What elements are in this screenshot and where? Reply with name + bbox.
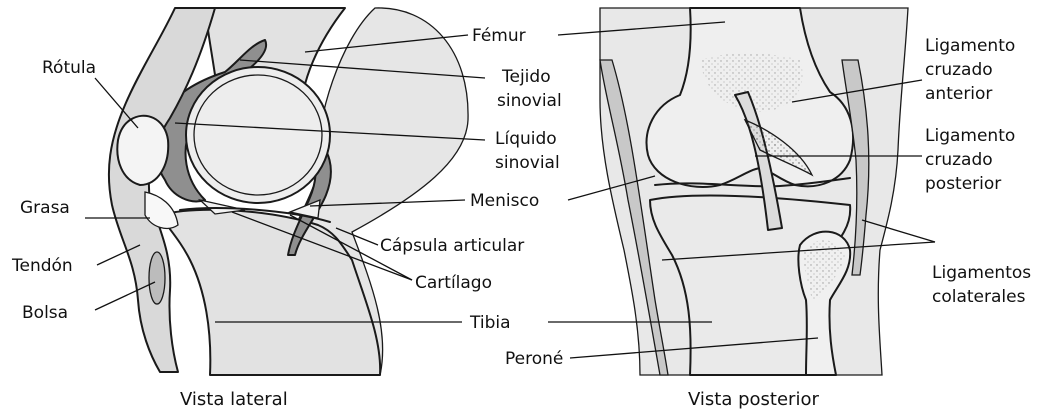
label-tendon: Tendón (11, 256, 73, 276)
label-tejido-line1: Tejido (501, 67, 551, 87)
label-menisco: Menisco (470, 191, 539, 211)
label-femur: Fémur (472, 26, 526, 46)
label-lca-line1: Ligamento (925, 36, 1015, 56)
lateral-patella (117, 116, 168, 185)
label-bolsa: Bolsa (22, 303, 68, 323)
label-lcp-line3: posterior (925, 174, 1001, 194)
caption-posterior: Vista posterior (688, 389, 819, 410)
label-rotula: Rótula (42, 58, 96, 78)
lateral-bursa (149, 252, 165, 304)
label-perone: Peroné (505, 349, 563, 369)
label-lca-line2: cruzado (925, 60, 993, 80)
label-liquido-line1: Líquido (495, 129, 557, 149)
label-lig-col-line1: Ligamentos (932, 263, 1031, 283)
label-cartilago: Cartílago (415, 273, 492, 293)
label-lig-col-line2: colaterales (932, 287, 1026, 307)
caption-lateral: Vista lateral (180, 389, 288, 410)
posterior-view (600, 8, 908, 375)
label-grasa: Grasa (20, 198, 70, 218)
lateral-tendon-band (109, 8, 215, 372)
label-tejido-line2: sinovial (497, 91, 562, 111)
captions: Vista lateral Vista posterior (180, 389, 819, 410)
label-capsula: Cápsula articular (380, 236, 524, 256)
label-lcp-line1: Ligamento (925, 126, 1015, 146)
label-tibia: Tibia (469, 313, 511, 333)
label-lcp-line2: cruzado (925, 150, 993, 170)
label-lca-line3: anterior (925, 84, 992, 104)
label-liquido-line2: sinovial (495, 153, 560, 173)
lateral-femoral-condyle (186, 67, 330, 203)
